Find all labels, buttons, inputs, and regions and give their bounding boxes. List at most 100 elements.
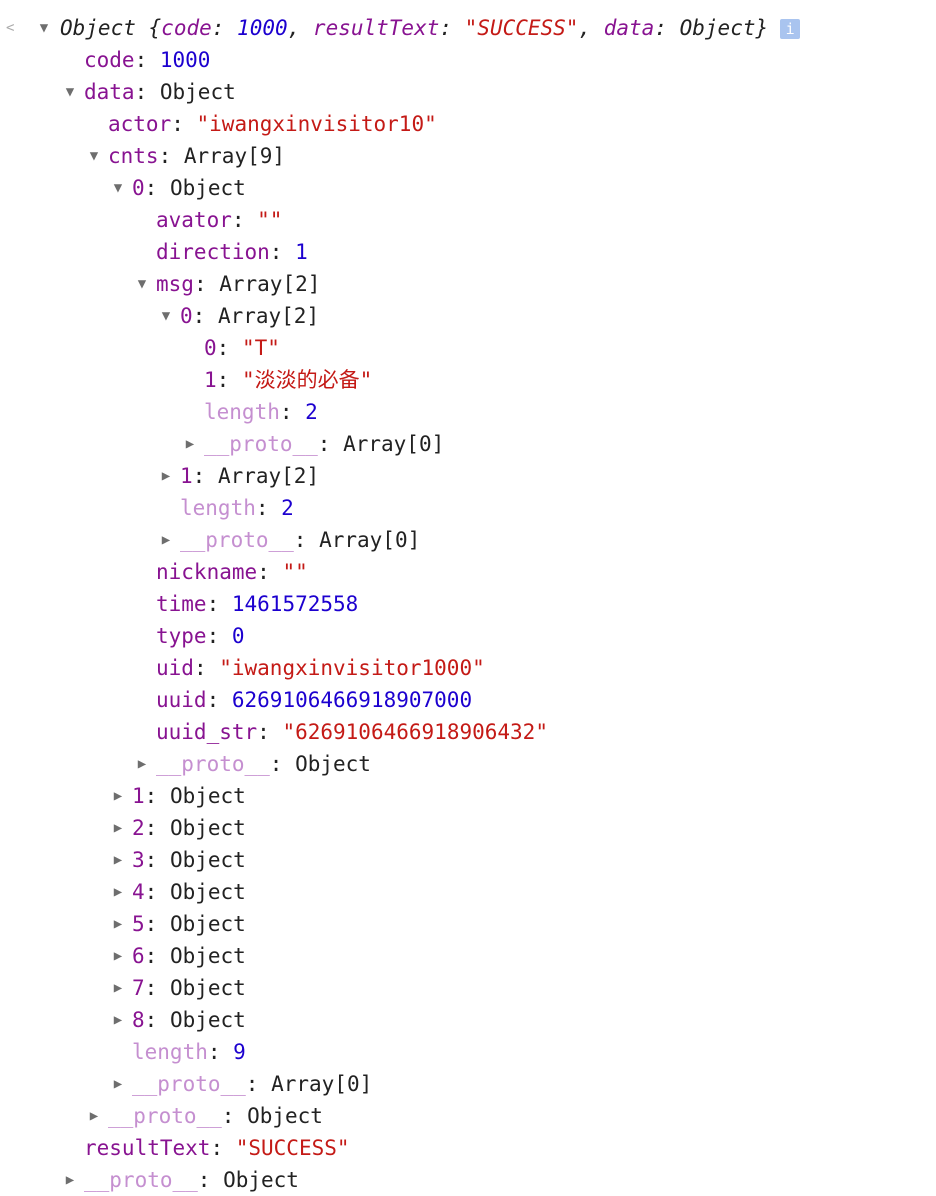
property-value: Object xyxy=(295,752,371,776)
colon: : xyxy=(144,1008,170,1032)
summary-value: Object xyxy=(679,16,756,40)
property-key: 1 xyxy=(132,784,145,808)
collapsed-triangle-icon[interactable]: ▶ xyxy=(113,788,123,804)
property: msg: Array[2] xyxy=(156,268,320,300)
property-value: Object xyxy=(223,1168,299,1192)
property-key: 4 xyxy=(132,880,145,904)
property-key: 5 xyxy=(132,912,145,936)
expanded-triangle-icon[interactable]: ▼ xyxy=(161,308,171,324)
property-value: Object xyxy=(169,848,246,872)
property-value: "" xyxy=(257,208,283,232)
property-key: __proto__ xyxy=(108,1104,222,1128)
property: 1: "淡淡的必备" xyxy=(204,364,372,396)
colon: : xyxy=(193,656,220,680)
property-key: length xyxy=(204,400,280,424)
property-value: Array[0] xyxy=(319,528,421,552)
colon: : xyxy=(293,528,320,552)
expanded-triangle-icon[interactable]: ▼ xyxy=(137,276,147,292)
property-value: Object xyxy=(169,176,246,200)
property: direction: 1 xyxy=(156,236,308,268)
summary-type: Object xyxy=(60,16,136,40)
separator: , xyxy=(287,16,313,40)
property-key: 0 xyxy=(180,304,193,328)
property-key: 2 xyxy=(132,816,145,840)
colon: : xyxy=(192,304,218,328)
collapsed-triangle-icon[interactable]: ▶ xyxy=(113,1012,123,1028)
property: __proto__: Object xyxy=(108,1100,323,1132)
property-value: 1461572558 xyxy=(231,592,359,616)
property-value: Object xyxy=(169,816,246,840)
property-value: "iwangxinvisitor10" xyxy=(196,112,437,136)
property: nickname: "" xyxy=(156,556,308,588)
collapsed-triangle-icon[interactable]: ▶ xyxy=(161,468,171,484)
collapsed-triangle-icon[interactable]: ▶ xyxy=(137,756,147,772)
property-value: "iwangxinvisitor1000" xyxy=(219,656,485,680)
collapsed-triangle-icon[interactable]: ▶ xyxy=(161,532,171,548)
colon: : xyxy=(144,176,170,200)
property-key: cnts xyxy=(108,144,159,168)
expanded-triangle-icon[interactable]: ▼ xyxy=(113,180,123,196)
colon: : xyxy=(206,592,232,616)
result-arrow-icon: < xyxy=(6,20,15,36)
colon: : xyxy=(216,336,242,360)
property-key: uuid_str xyxy=(156,720,258,744)
colon: : xyxy=(144,816,170,840)
collapsed-triangle-icon[interactable]: ▶ xyxy=(113,948,123,964)
collapsed-triangle-icon[interactable]: ▶ xyxy=(113,916,123,932)
colon: : xyxy=(144,880,170,904)
property-value: Object xyxy=(159,80,236,104)
collapsed-triangle-icon[interactable]: ▶ xyxy=(185,436,195,452)
property-value: Object xyxy=(169,976,246,1000)
property: 1: Object xyxy=(132,780,246,812)
collapsed-triangle-icon[interactable]: ▶ xyxy=(113,820,123,836)
property-value: Array[0] xyxy=(271,1072,373,1096)
colon: : xyxy=(134,80,160,104)
collapsed-triangle-icon[interactable]: ▶ xyxy=(89,1108,99,1124)
colon: : xyxy=(206,624,232,648)
property-key: 0 xyxy=(204,336,217,360)
property: 1: Array[2] xyxy=(180,460,319,492)
property-key: 0 xyxy=(132,176,145,200)
property-value: "淡淡的必备" xyxy=(241,368,373,392)
collapsed-triangle-icon[interactable]: ▶ xyxy=(113,980,123,996)
property: __proto__: Object xyxy=(156,748,371,780)
property-value: "SUCCESS" xyxy=(235,1136,350,1160)
property-key: 7 xyxy=(132,976,145,1000)
property-key: length xyxy=(132,1040,208,1064)
info-icon[interactable]: i xyxy=(780,19,801,39)
property-value: 1000 xyxy=(159,48,211,72)
property-value: Array[2] xyxy=(219,272,321,296)
property: length: 2 xyxy=(204,396,318,428)
property: avator: "" xyxy=(156,204,282,236)
property: __proto__: Array[0] xyxy=(204,428,444,460)
property-value: Array[2] xyxy=(217,304,320,328)
colon: : xyxy=(134,48,160,72)
collapsed-triangle-icon[interactable]: ▶ xyxy=(65,1172,75,1188)
colon: : xyxy=(211,16,238,40)
property-key: 6 xyxy=(132,944,145,968)
property: 4: Object xyxy=(132,876,246,908)
colon: : xyxy=(207,1040,234,1064)
colon: : xyxy=(221,1104,248,1128)
collapsed-triangle-icon[interactable]: ▶ xyxy=(113,852,123,868)
summary-key: code xyxy=(161,16,212,40)
colon: : xyxy=(255,496,282,520)
property-value: 1 xyxy=(295,240,308,264)
property-key: 1 xyxy=(204,368,217,392)
property: actor: "iwangxinvisitor10" xyxy=(108,108,437,140)
colon: : xyxy=(158,144,184,168)
collapsed-triangle-icon[interactable]: ▶ xyxy=(113,1076,123,1092)
property-key: resultText xyxy=(84,1136,211,1160)
property-value: Object xyxy=(169,880,246,904)
expanded-triangle-icon[interactable]: ▼ xyxy=(65,84,75,100)
colon: : xyxy=(269,752,296,776)
property: uid: "iwangxinvisitor1000" xyxy=(156,652,485,684)
property-value: Object xyxy=(169,912,246,936)
collapsed-triangle-icon[interactable]: ▶ xyxy=(113,884,123,900)
property-value: Object xyxy=(169,1008,246,1032)
property: resultText: "SUCCESS" xyxy=(84,1132,350,1164)
expanded-triangle-icon[interactable]: ▼ xyxy=(89,148,99,164)
expanded-triangle-icon[interactable]: ▼ xyxy=(39,20,49,36)
property-value: "" xyxy=(282,560,308,584)
property: __proto__: Array[0] xyxy=(132,1068,372,1100)
